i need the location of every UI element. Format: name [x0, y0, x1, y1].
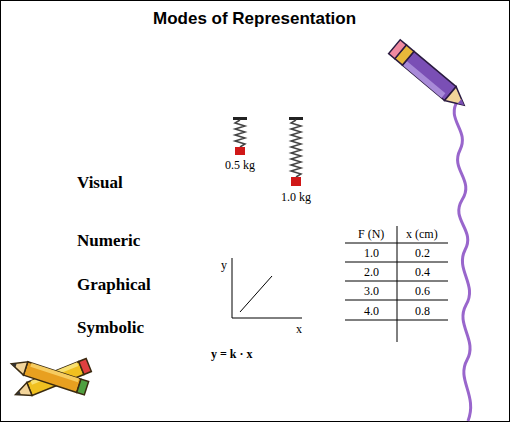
table-cell: 0.8: [415, 305, 430, 317]
spring-mass-large: [289, 117, 303, 186]
graph-axes: [232, 258, 302, 318]
slide-title: Modes of Representation: [153, 10, 356, 27]
mode-label: Numeric: [77, 232, 140, 249]
data-table-lines: [345, 226, 448, 342]
table-cell: 0.6: [415, 285, 430, 297]
table-cell: 2.0: [364, 266, 379, 278]
table-cell: 0.4: [415, 266, 430, 278]
mass-label: 0.5 kg: [225, 159, 255, 171]
crossed-pencils: [9, 357, 91, 401]
mode-label: Symbolic: [77, 319, 144, 336]
table-cell: 0.2: [415, 247, 430, 259]
table-cell: 4.0: [364, 305, 379, 317]
equation: y = k · x: [211, 348, 253, 360]
axis-label: x: [296, 323, 302, 335]
pencil-squiggle: [454, 100, 471, 421]
table-header: x (cm): [406, 228, 438, 240]
mode-label: Graphical: [77, 276, 151, 293]
mass-label: 1.0 kg: [281, 191, 311, 203]
spring-mass-small: [233, 117, 247, 155]
table-cell: 1.0: [364, 247, 379, 259]
table-header: F (N): [358, 228, 384, 240]
mode-label: Visual: [77, 174, 123, 191]
pencil-top-right: [389, 40, 470, 112]
table-cell: 3.0: [364, 285, 379, 297]
axis-label: y: [221, 259, 227, 271]
